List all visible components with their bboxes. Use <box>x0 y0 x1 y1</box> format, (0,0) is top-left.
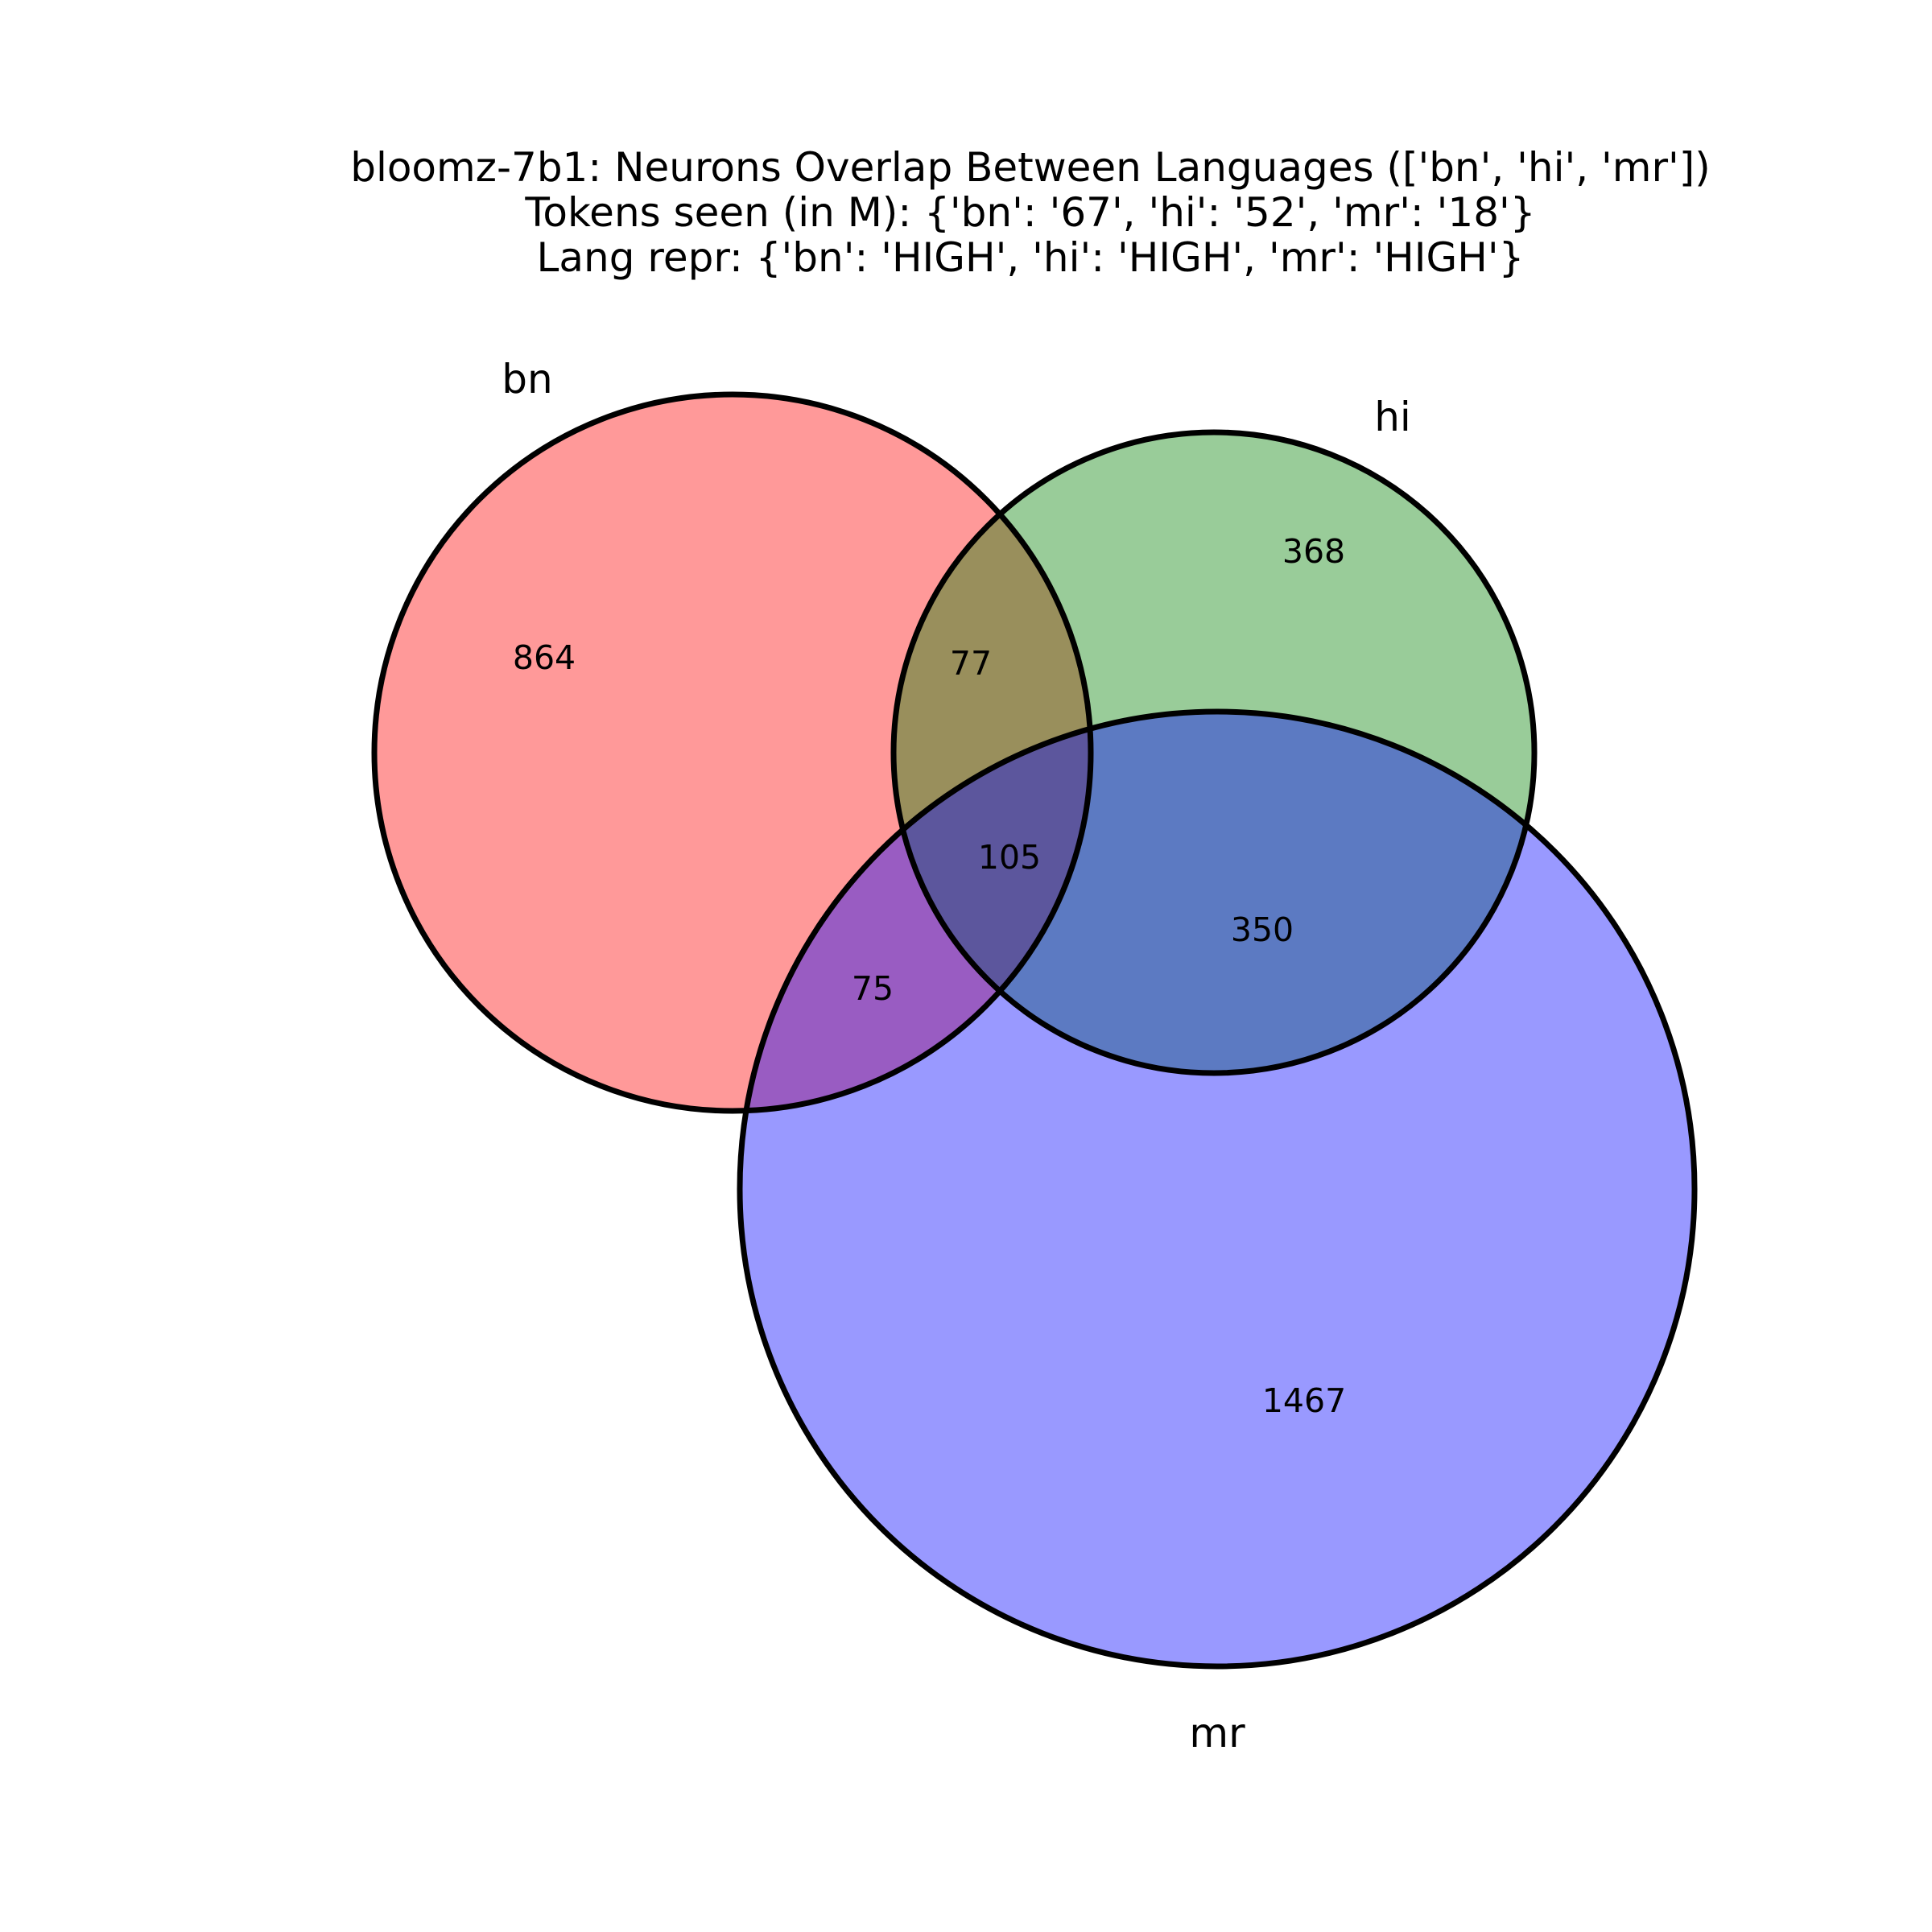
title-line-1: bloomz-7b1: Neurons Overlap Between Lang… <box>350 144 1711 191</box>
region-label-bn-hi-mr: 105 <box>978 838 1041 877</box>
set-label-hi: hi <box>1374 394 1411 440</box>
set-circle-outline-bn <box>371 391 1094 1114</box>
chart-title: bloomz-7b1: Neurons Overlap Between Lang… <box>350 144 1711 281</box>
region-label-mr: 1467 <box>1262 1381 1346 1420</box>
set-label-bn: bn <box>502 356 552 402</box>
set-circle-outline-hi <box>890 429 1538 1076</box>
title-line-2: Tokens seen (in M): {'bn': '67', 'hi': '… <box>524 189 1535 236</box>
set-labels: bn hi mr <box>502 356 1411 1757</box>
region-label-bn-mr: 75 <box>852 969 894 1008</box>
region-label-hi: 368 <box>1282 532 1345 571</box>
region-labels: 864 368 1467 77 75 350 105 <box>513 532 1346 1420</box>
region-label-hi-mr: 350 <box>1231 910 1294 949</box>
region-label-bn-hi: 77 <box>950 644 992 683</box>
set-circle-bn <box>374 394 1091 1111</box>
set-label-mr: mr <box>1189 1710 1245 1757</box>
set-circle-outlines <box>371 391 1698 1670</box>
set-circle-outline-mr <box>737 708 1698 1670</box>
title-line-3: Lang repr: {'bn': 'HIGH', 'hi': 'HIGH', … <box>537 234 1525 281</box>
set-circle-mr <box>740 712 1695 1666</box>
region-label-bn: 864 <box>513 638 576 677</box>
